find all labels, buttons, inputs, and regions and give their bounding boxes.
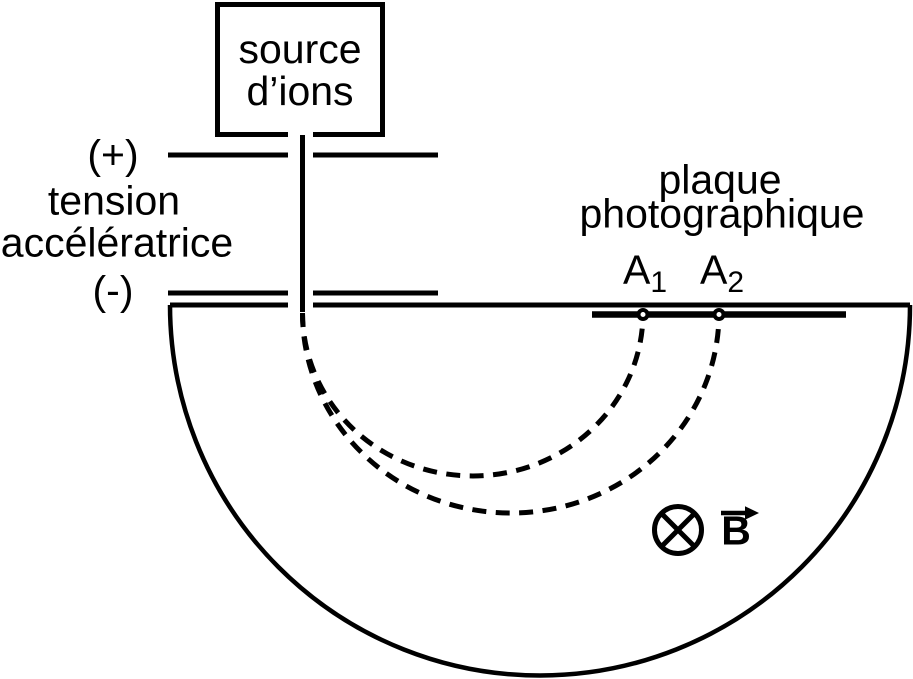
plus-terminal-label: (+): [87, 131, 139, 178]
ion-source-label-line1: source: [238, 25, 362, 72]
minus-terminal-label: (-): [92, 267, 134, 314]
point-label-a1: A1: [622, 246, 667, 297]
accelerating-voltage-label-line1: tension: [47, 177, 181, 224]
photographic-plate-label-line2: photographique: [579, 190, 865, 237]
point-label-a2: A2: [699, 246, 744, 297]
vector-arrow-icon: [721, 506, 759, 520]
ion-source-label: source d’ions: [215, 2, 385, 137]
point-label-a2-letter: A: [699, 246, 728, 293]
point-label-a1-letter: A: [622, 246, 651, 293]
ion-source-box-outline: [215, 2, 385, 137]
b-field-label: B: [721, 507, 751, 554]
photographic-plate-label-line1: plaque: [658, 156, 782, 203]
impact-point-a2: [712, 308, 726, 321]
point-label-a2-subscript: 2: [727, 265, 745, 299]
ion-trajectory-2: [300, 312, 722, 516]
point-label-a1-subscript: 1: [650, 265, 668, 299]
b-field-into-page-icon: [652, 504, 704, 556]
accelerating-voltage-label-line2: accélératrice: [0, 219, 234, 266]
ion-source-label-line2: d’ions: [246, 67, 354, 114]
impact-point-a1: [636, 308, 650, 321]
chamber-semicircle-wall: [167, 304, 913, 678]
ion-trajectory-1: [300, 312, 646, 479]
